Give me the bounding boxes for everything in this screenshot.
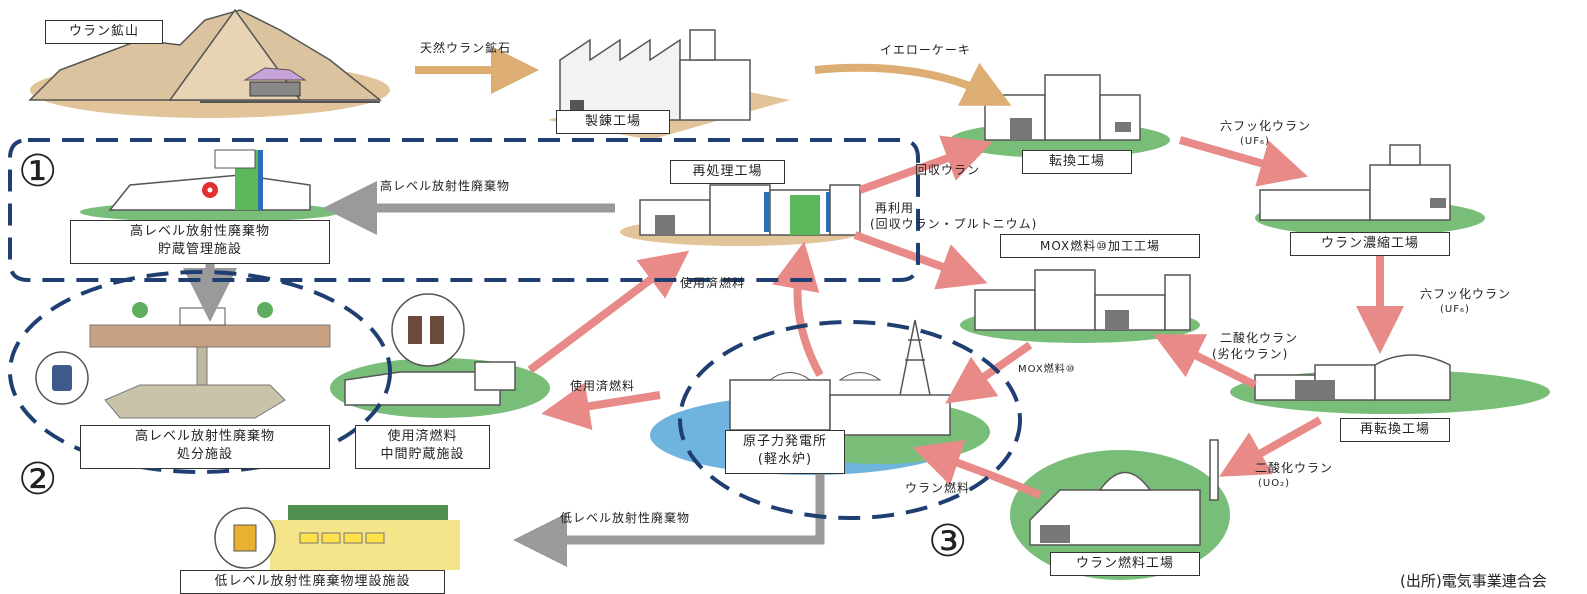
arrow-uranium-fuel xyxy=(912,439,1042,499)
flow-reuse-line1: 再利用 xyxy=(875,201,915,215)
flow-uo2-b: 二酸化ウラン xyxy=(1255,461,1334,475)
enrichment-plant-icon xyxy=(1259,144,1451,221)
label-power-plant-line1: 原子力発電所 xyxy=(742,434,827,449)
arrow-mox-fuel xyxy=(945,341,1033,404)
uranium-mine-icon xyxy=(28,8,383,103)
label-spent-fuel-storage-line1: 使用済燃料 xyxy=(387,429,458,444)
source-note: (出所)電気事業連合会 xyxy=(1400,572,1547,590)
label-refinery: 製錬工場 xyxy=(556,110,670,134)
hlw-disposal-icon xyxy=(35,302,331,419)
label-power-plant: 原子力発電所 (軽水炉) xyxy=(725,430,845,474)
flow-uf6-b-formula: (UF₆) xyxy=(1440,304,1470,315)
flow-uf6-a: 六フッ化ウラン xyxy=(1220,119,1312,133)
label-enrichment: ウラン濃縮工場 xyxy=(1290,232,1450,256)
flow-uranium-fuel: ウラン燃料 xyxy=(905,481,971,495)
label-hlw-disposal-line2: 処分施設 xyxy=(176,447,233,462)
flow-uo2-a-note: (劣化ウラン) xyxy=(1212,347,1289,361)
flow-uf6-b: 六フッ化ウラン xyxy=(1420,287,1512,301)
flow-mox-fuel: MOX燃料⑩ xyxy=(1018,364,1076,375)
llw-ground xyxy=(270,520,460,570)
arrow-llw xyxy=(513,470,825,567)
reprocessing-plant-icon xyxy=(639,184,861,236)
flow-spent-fuel-a: 使用済燃料 xyxy=(680,276,746,290)
dashed-ellipse-3 xyxy=(678,320,1022,520)
conversion-plant-icon xyxy=(984,74,1141,141)
arrow-yellowcake xyxy=(814,62,1012,106)
label-hlw-storage-line1: 高レベル放射性廃棄物 xyxy=(129,224,270,239)
flow-reuse-line2: (回収ウラン・プルトニウム) xyxy=(870,217,1038,231)
flow-hlw: 高レベル放射性廃棄物 xyxy=(380,179,511,193)
llw-disposal-icon xyxy=(214,505,448,569)
refinery-icon xyxy=(559,29,751,121)
power-plant-icon xyxy=(729,319,951,436)
label-reprocessing: 再処理工場 xyxy=(670,160,785,184)
label-spent-fuel-storage-line2: 中間貯蔵施設 xyxy=(380,447,465,462)
label-uranium-mine: ウラン鉱山 xyxy=(45,20,163,44)
arrow-plant-to-reprocessing xyxy=(772,241,824,377)
label-hlw-disposal: 高レベル放射性廃棄物 処分施設 xyxy=(80,425,330,469)
spent-fuel-storage-icon xyxy=(344,293,516,406)
arrow-uo2 xyxy=(1219,416,1322,477)
flow-llw: 低レベル放射性廃棄物 xyxy=(560,511,691,525)
arrow-uf6-a xyxy=(1178,136,1309,187)
flow-uo2-a: 二酸化ウラン xyxy=(1220,331,1299,345)
arrow-storage-to-reprocessing xyxy=(527,250,690,374)
flow-natural-ore: 天然ウラン鉱石 xyxy=(420,41,512,55)
label-hlw-storage-line2: 貯蔵管理施設 xyxy=(157,242,242,257)
flow-yellowcake: イエローケーキ xyxy=(880,43,971,57)
label-reconversion: 再転換工場 xyxy=(1340,418,1450,442)
label-spent-fuel-storage: 使用済燃料 中間貯蔵施設 xyxy=(355,425,490,469)
arrow-depleted-uo2 xyxy=(1153,334,1257,389)
flow-recovered-uranium: 回収ウラン xyxy=(915,163,981,177)
label-mox-fabrication: MOX燃料⑩加工工場 xyxy=(1000,234,1200,258)
flow-uf6-a-formula: (UF₆) xyxy=(1240,136,1270,147)
label-llw-disposal: 低レベル放射性廃棄物埋設施設 xyxy=(180,570,445,594)
reconversion-plant-icon xyxy=(1254,354,1451,401)
arrow-reuse xyxy=(853,231,988,290)
label-conversion: 転換工場 xyxy=(1022,150,1132,174)
flow-spent-fuel-b: 使用済燃料 xyxy=(570,379,636,393)
label-power-plant-line2: (軽水炉) xyxy=(757,452,813,467)
dashed-ellipse-2 xyxy=(8,270,392,474)
arrow-spent-fuel-to-storage xyxy=(541,382,661,430)
marker-2: ② xyxy=(18,454,58,505)
fuel-fabrication-icon xyxy=(1029,439,1219,546)
label-fuel-fabrication: ウラン燃料工場 xyxy=(1050,552,1200,576)
mox-plant-icon xyxy=(974,269,1191,331)
label-hlw-storage: 高レベル放射性廃棄物 貯蔵管理施設 xyxy=(70,220,330,264)
marker-1: ① xyxy=(18,146,58,197)
hlw-storage-icon xyxy=(108,149,311,211)
label-hlw-disposal-line1: 高レベル放射性廃棄物 xyxy=(134,429,275,444)
marker-3: ③ xyxy=(928,516,968,567)
flow-uo2-b-formula: (UO₂) xyxy=(1258,478,1291,489)
dashed-box-1 xyxy=(8,138,920,282)
arrow-recovered-uranium xyxy=(858,135,993,194)
